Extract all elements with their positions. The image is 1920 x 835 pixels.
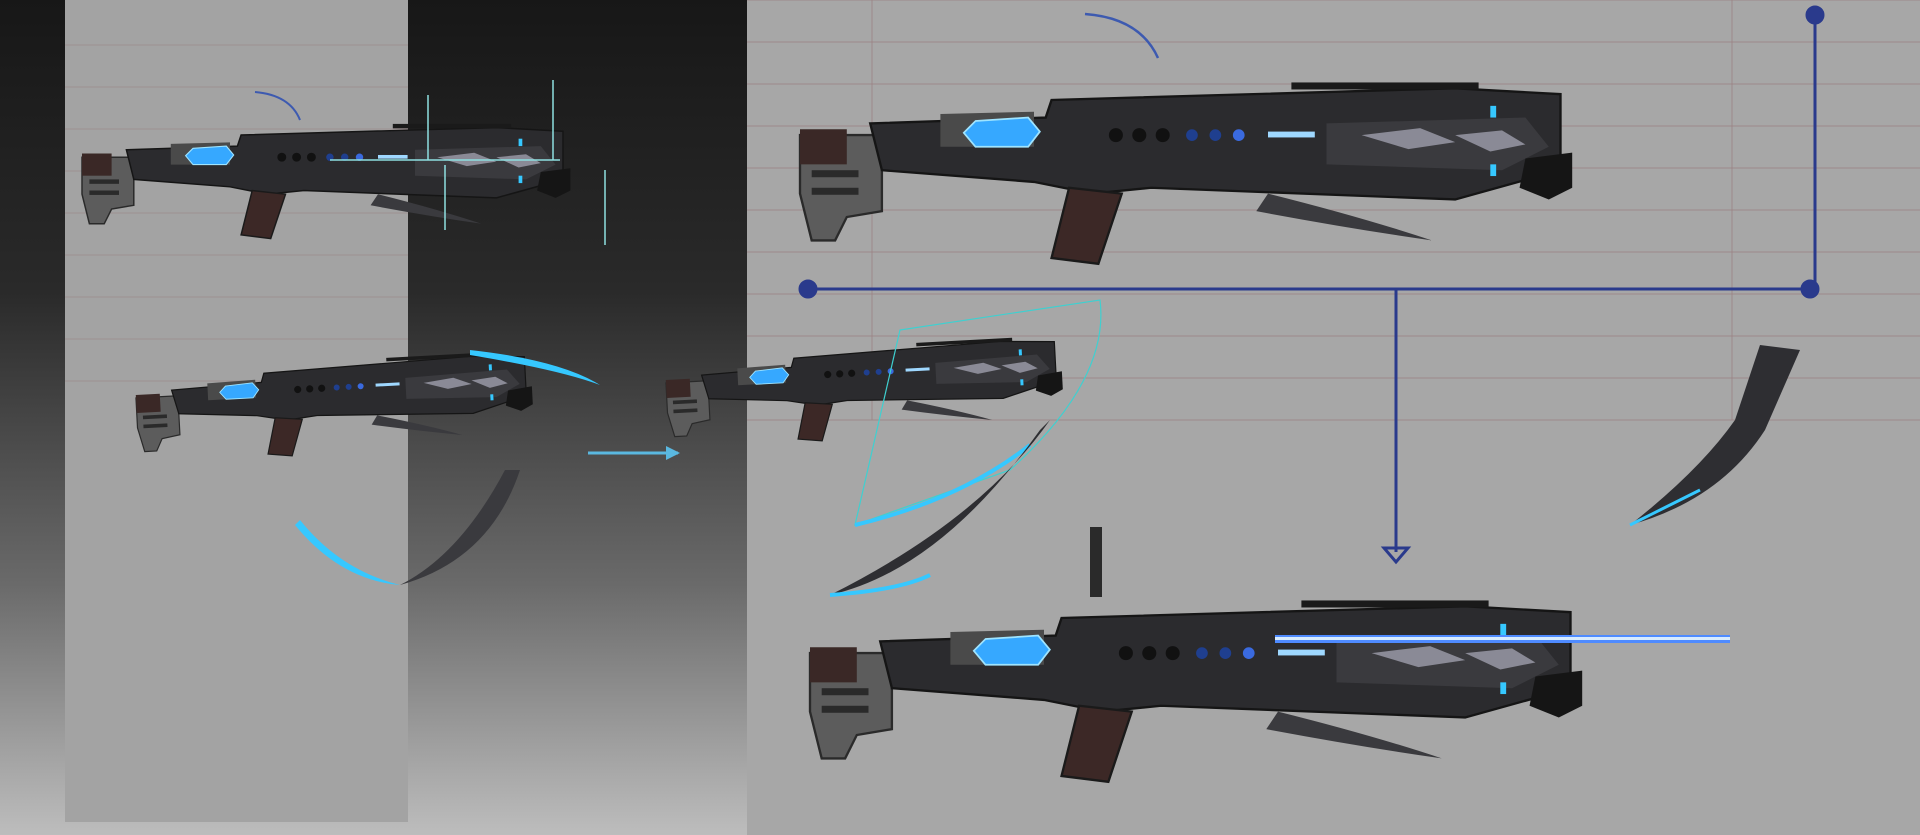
rotation-arrow-icon: [254, 91, 301, 121]
down-arrow-icon: [1380, 546, 1412, 565]
crossbow-small-side-view: [81, 123, 572, 240]
crossbow-large-drawn-view: [808, 527, 1730, 783]
panel-guide-grid: [65, 44, 408, 382]
rotation-arrow-icon: [1084, 12, 1160, 59]
crossbow-limbs-open-middle: [663, 299, 1102, 597]
detached-limb-piece: [1630, 345, 1800, 525]
crossbow-limbs-open-left: [133, 349, 600, 585]
layout-guide-lines: [798, 5, 1825, 552]
motion-arrows: [330, 80, 606, 245]
crossbow-large-side-view: [798, 81, 1574, 265]
